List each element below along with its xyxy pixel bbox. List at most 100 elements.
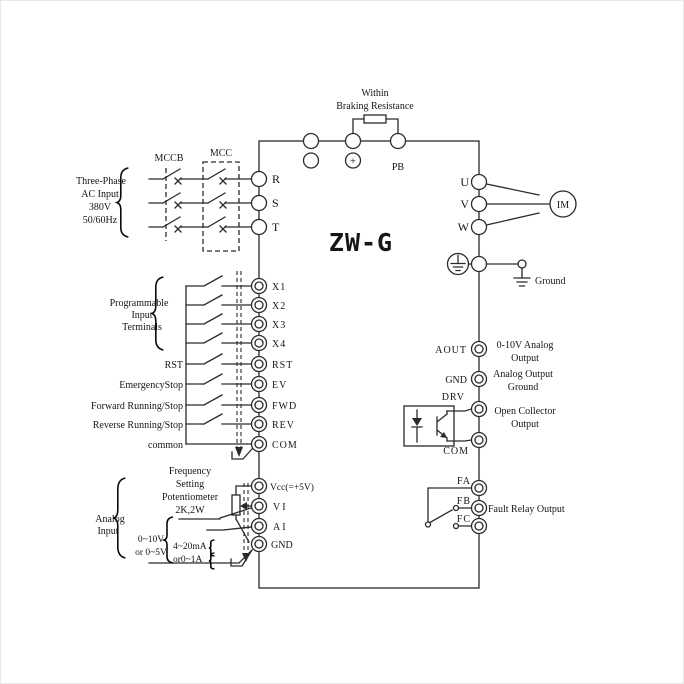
model-name: ZW-G xyxy=(329,228,393,257)
terminal-rev-label: REV xyxy=(272,420,295,431)
row-label-common: common xyxy=(148,440,183,451)
switch-row-rst xyxy=(185,353,253,365)
relay-pivot-node xyxy=(424,521,432,528)
three-phase-input-section: Three-Phase AC Input 380V 50/60Hz MCCB M… xyxy=(76,148,280,252)
terminal-top-spare xyxy=(302,132,320,150)
programmable-line2: Input xyxy=(131,310,152,321)
terminal-s-label: S xyxy=(272,196,279,210)
terminal-vi-label: VI xyxy=(273,502,288,513)
mccb-label: MCCB xyxy=(155,153,184,164)
digital-terminals xyxy=(250,277,268,453)
pb-label: PB xyxy=(392,162,405,173)
terminal-fb-label: FB xyxy=(457,496,471,507)
source-line2: AC Input xyxy=(81,189,119,200)
protective-earth-icon xyxy=(446,252,473,276)
motor-output-section: IM U V W Ground xyxy=(446,173,577,287)
motor-label: IM xyxy=(557,200,569,211)
oc-desc-line1: Open Collector xyxy=(494,406,556,417)
aout-desc-line1: 0-10V Analog xyxy=(497,340,554,351)
motor-wires xyxy=(485,183,551,226)
pot-line2: Setting xyxy=(176,479,204,490)
voltage-range-line2: or 0~5V xyxy=(135,548,167,558)
terminal-x3-label: X3 xyxy=(272,320,286,331)
open-collector-section: DRV COM Open Collector Output xyxy=(403,392,556,457)
braking-resistor-section: + PB Within Braking Resistance xyxy=(302,88,414,173)
photodiode-icon xyxy=(411,409,423,443)
row-label-emergency-stop: EmergencyStop xyxy=(119,380,183,391)
terminal-rst-label: RST xyxy=(272,360,293,371)
terminal-earth xyxy=(470,255,488,273)
row-label-rst: RST xyxy=(165,360,183,371)
gnd-desc-line1: Analog Output xyxy=(493,369,553,380)
switch-row-x2 xyxy=(185,294,253,306)
terminal-v-label: V xyxy=(460,197,469,211)
terminal-ev-label: EV xyxy=(272,380,287,391)
terminal-x2-label: X2 xyxy=(272,301,286,312)
terminal-agnd-label: GND xyxy=(271,540,293,551)
terminal-drv-label: DRV xyxy=(442,392,465,403)
fault-relay-section: FA FB FC Fault Relay Output xyxy=(424,476,565,535)
phase-line-s xyxy=(148,192,253,209)
switch-row-x1 xyxy=(185,275,253,287)
plus-polarity-icon xyxy=(344,152,362,169)
switch-row-ev xyxy=(185,373,253,385)
shield-cable-digital xyxy=(231,271,253,460)
shield-hook-gnd xyxy=(230,549,253,567)
analog-output-section: AOUT GND 0-10V Analog Output Analog Outp… xyxy=(435,340,553,393)
source-line3: 380V xyxy=(89,202,112,213)
voltage-input-wire xyxy=(178,507,252,520)
terminal-w xyxy=(470,218,488,236)
oc-com-wire xyxy=(446,439,473,442)
programmable-line3: Terminals xyxy=(122,322,162,333)
mcc-label: MCC xyxy=(210,148,233,159)
phase-line-t xyxy=(148,216,253,233)
terminal-v xyxy=(470,195,488,213)
mcc-box xyxy=(202,161,240,252)
relay-contact-wires xyxy=(457,507,473,527)
terminal-fc-label: FC xyxy=(457,514,471,525)
row-label-reverse: Reverse Running/Stop xyxy=(93,420,183,431)
plus-label: + xyxy=(350,156,356,168)
analog-input-section: Frequency Setting Potentiometer 2K,2W An… xyxy=(95,466,314,570)
programmable-brace xyxy=(151,276,165,351)
terminal-t xyxy=(250,218,268,236)
pot-line4: 2K,2W xyxy=(175,505,205,516)
terminal-fa-label: FA xyxy=(457,476,471,487)
analog-group-line1: Analog xyxy=(95,514,124,525)
row-label-forward: Forward Running/Stop xyxy=(91,401,183,412)
phase-line-r xyxy=(148,168,253,185)
terminal-r-label: R xyxy=(272,172,280,186)
motor-icon xyxy=(549,190,577,218)
switch-row-rev xyxy=(185,413,253,425)
switch-row-fwd xyxy=(185,394,253,406)
source-line1: Three-Phase xyxy=(76,176,127,187)
optocoupler-box xyxy=(403,405,455,447)
terminal-t-label: T xyxy=(272,220,280,234)
relay-blade xyxy=(429,509,453,524)
terminal-u xyxy=(470,173,488,191)
terminal-com-label: COM xyxy=(272,440,298,451)
terminal-aout-label: AOUT xyxy=(435,345,467,356)
aout-desc-line2: Output xyxy=(511,353,539,364)
switch-row-x4 xyxy=(185,332,253,344)
current-input-wire xyxy=(206,526,252,531)
terminal-dc-bus xyxy=(344,132,362,150)
braking-resistor-symbol xyxy=(363,114,387,124)
terminal-w-label: W xyxy=(458,220,470,234)
terminal-r xyxy=(250,170,268,188)
gnd-desc-line2: Ground xyxy=(508,382,539,393)
terminal-gnd-out-label: GND xyxy=(445,375,467,386)
terminal-x1-label: X1 xyxy=(272,282,286,293)
terminal-s xyxy=(250,194,268,212)
analog-terminals xyxy=(250,477,268,553)
terminal-u-label: U xyxy=(460,175,469,189)
analog-group-line2: Input xyxy=(97,526,118,537)
oc-desc-line2: Output xyxy=(511,419,539,430)
digital-input-section: Programmable Input Terminals RST Emergen… xyxy=(91,271,298,460)
fault-relay-desc: Fault Relay Output xyxy=(488,504,565,515)
pot-bottom-wire xyxy=(235,514,250,543)
phototransistor-icon xyxy=(436,410,448,442)
current-range-line2: or0~1A xyxy=(173,555,203,565)
